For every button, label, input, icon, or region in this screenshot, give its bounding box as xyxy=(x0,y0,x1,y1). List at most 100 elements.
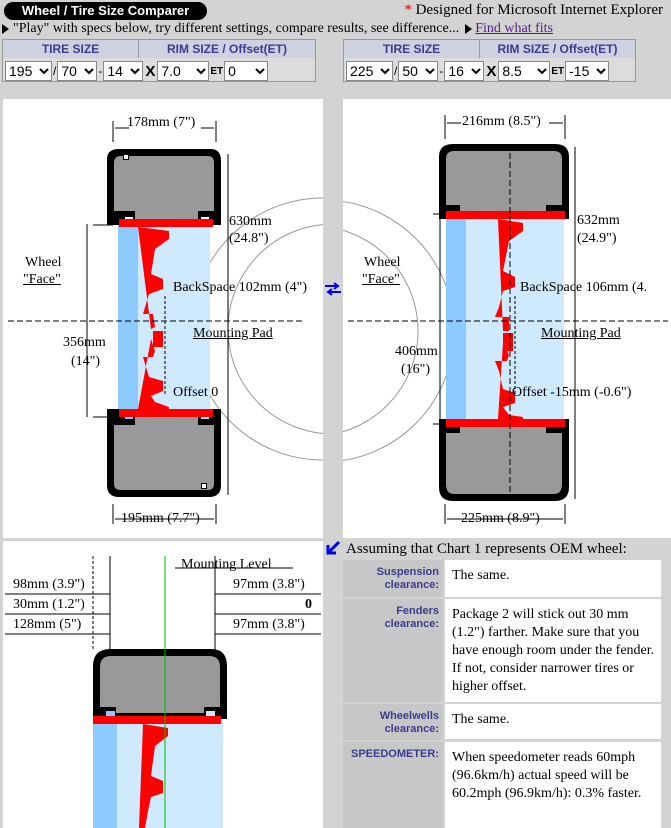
rim-width-select[interactable]: 7.0 xyxy=(157,61,210,81)
aspect-ratio-value: 70 xyxy=(61,63,77,79)
results-row-heading-line-2: clearance: xyxy=(384,579,439,591)
rim-diameter-value: 14 xyxy=(107,63,123,79)
chart1-backspace: BackSpace 102mm (4") xyxy=(173,280,308,295)
compare-left-row-3: 128mm (5") xyxy=(13,617,82,632)
assumption-text: Assuming that Chart 1 represents OEM whe… xyxy=(346,541,627,557)
compare-right-row-1: 97mm (3.8") xyxy=(233,577,305,592)
offset-select[interactable]: -15 xyxy=(565,61,610,81)
aspect-ratio-value: 50 xyxy=(402,63,418,79)
designed-text: Designed for Microsoft Internet Explorer xyxy=(415,2,663,18)
chevron-down-icon xyxy=(593,62,608,80)
offset-select[interactable]: 0 xyxy=(224,61,269,81)
offset-value: -15 xyxy=(569,63,590,79)
chart1-wheel-label: Wheel xyxy=(25,255,62,270)
swap-arrows-icon[interactable] xyxy=(324,281,342,297)
arrow-right-icon xyxy=(465,23,473,34)
designed-note: * Designed for Microsoft Internet Explor… xyxy=(404,2,663,19)
tire-width-select[interactable]: 225 xyxy=(346,61,393,81)
chart1-rim-mm: 356mm xyxy=(63,335,106,350)
x-label: X xyxy=(486,62,497,80)
aspect-ratio-select[interactable]: 70 xyxy=(57,61,98,81)
chevron-down-icon xyxy=(468,62,483,80)
assumption-line: Assuming that Chart 1 represents OEM whe… xyxy=(326,540,627,558)
chart2-top-width: 216mm (8.5") xyxy=(462,114,541,129)
rim-width-value: 8.5 xyxy=(502,63,522,79)
wheel-chart-1: 178mm (7") 630mm (24.8") Wheel "Face" Ba… xyxy=(3,99,323,538)
results-row-heading-line-2: clearance: xyxy=(384,618,439,630)
results-row-heading-line-1: SPEEDOMETER: xyxy=(350,748,439,760)
chevron-down-icon xyxy=(252,62,267,80)
chart1-top-width: 178mm (7") xyxy=(127,115,196,130)
compare-right-row-2: 0 xyxy=(305,597,312,612)
chevron-down-icon xyxy=(127,62,142,80)
chart2-rim-mm: 406mm xyxy=(395,344,438,359)
chart1-rim-in: (14") xyxy=(71,354,101,369)
mounting-level-label: Mounting Level xyxy=(181,557,272,572)
compare-left-row-2: 30mm (1.2") xyxy=(13,597,85,612)
compare-right-row-3: 97mm (3.8") xyxy=(233,617,305,632)
results-row-text: The same. xyxy=(443,704,661,739)
tire-width-value: 225 xyxy=(350,63,374,79)
offset-value: 0 xyxy=(228,63,236,79)
et-label: ET xyxy=(210,65,224,77)
chart1-offset: Offset 0 xyxy=(173,385,219,400)
controls-package-2: TIRE SIZE RIM SIZE / Offset(ET) 225 / 50… xyxy=(343,39,636,82)
chevron-down-icon xyxy=(534,62,549,80)
chart1-height-in: (24.8") xyxy=(229,231,269,246)
tire-width-value: 195 xyxy=(9,63,33,79)
chart2-rim-in: (16") xyxy=(401,362,431,377)
chevron-down-icon xyxy=(377,62,392,80)
chart1-height-mm: 630mm xyxy=(229,214,272,229)
chart2-offset: Offset -15mm (-0.6") xyxy=(512,385,632,400)
results-row-heading: SPEEDOMETER: xyxy=(343,742,443,828)
results-row-heading-line-1: Suspension xyxy=(376,566,439,578)
results-row-heading-line-1: Fenders xyxy=(396,605,439,617)
dash-separator: - xyxy=(98,64,103,78)
chart1-mounting-pad: Mounting Pad xyxy=(193,326,273,341)
tire-size-header: TIRE SIZE xyxy=(344,40,480,58)
tire-width-select[interactable]: 195 xyxy=(5,61,52,81)
compare-left-row-1: 98mm (3.9") xyxy=(13,577,85,592)
rim-size-header: RIM SIZE / Offset(ET) xyxy=(139,40,315,58)
designed-star: * xyxy=(404,2,412,18)
rim-diameter-select[interactable]: 16 xyxy=(444,61,485,81)
chart1-face-label: "Face" xyxy=(23,272,61,287)
chart2-face-label: "Face" xyxy=(362,272,400,287)
chevron-down-icon xyxy=(193,62,208,80)
chart1-bottom-width: 195mm (7.7") xyxy=(121,511,200,526)
results-row-heading-line-2: clearance: xyxy=(384,723,439,735)
find-what-fits-link[interactable]: Find what fits xyxy=(475,21,553,36)
rim-diameter-select[interactable]: 14 xyxy=(103,61,144,81)
aspect-ratio-select[interactable]: 50 xyxy=(398,61,439,81)
wheel-chart-2: 216mm (8.5") 632mm (24.9") Wheel "Face" … xyxy=(343,99,671,538)
subtitle-text: "Play" with specs below, try different s… xyxy=(13,21,460,36)
results-row-text: Package 2 will stick out 30 mm (1.2") fa… xyxy=(443,599,661,702)
controls-package-1: TIRE SIZE RIM SIZE / Offset(ET) 195 / 70… xyxy=(2,39,316,82)
slash-separator: / xyxy=(53,64,57,78)
chevron-down-icon xyxy=(36,62,51,80)
results-row-text: When speedometer reads 60mph (96.6km/h) … xyxy=(443,742,661,828)
page-title: Wheel / Tire Size Comparer xyxy=(4,2,207,20)
chart2-height-mm: 632mm xyxy=(577,213,620,228)
chart2-wheel-label: Wheel xyxy=(364,255,401,270)
et-label: ET xyxy=(551,65,565,77)
arrow-right-icon xyxy=(2,23,9,34)
rim-size-header: RIM SIZE / Offset(ET) xyxy=(480,40,635,58)
chart2-bottom-width: 225mm (8.9") xyxy=(461,511,540,526)
chart2-height-in: (24.9") xyxy=(577,231,617,246)
chart2-mounting-pad: Mounting Pad xyxy=(541,326,621,341)
rim-width-select[interactable]: 8.5 xyxy=(498,61,551,81)
dash-separator: - xyxy=(439,64,444,78)
wheel-drawing-2 xyxy=(343,115,668,524)
tire-size-header: TIRE SIZE xyxy=(3,40,139,58)
results-row-speedometer: SPEEDOMETER: When speedometer reads 60mp… xyxy=(343,742,661,828)
results-row-text: The same. xyxy=(443,560,661,597)
wheel-drawing-1 xyxy=(8,121,323,524)
